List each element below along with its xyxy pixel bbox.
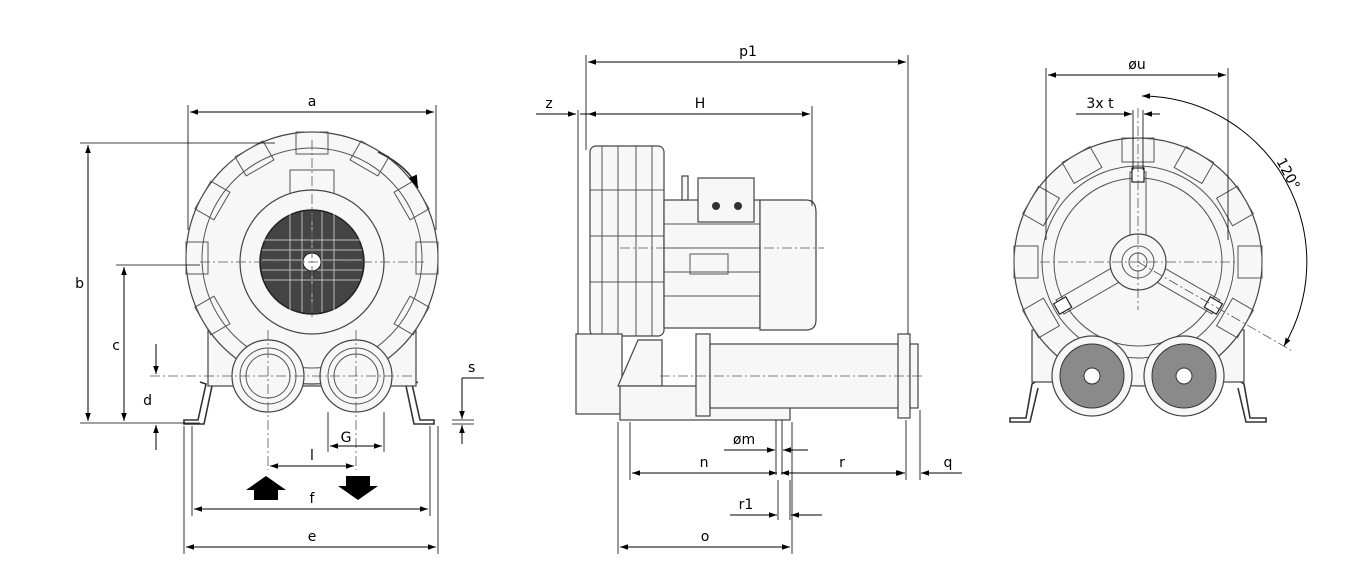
svg-text:G: G bbox=[341, 430, 352, 446]
svg-text:n: n bbox=[700, 455, 709, 471]
side-fan-cover bbox=[759, 199, 817, 331]
dimension-q: q bbox=[890, 410, 962, 480]
dimension-H: H bbox=[588, 96, 813, 206]
dimension-p1: p1 bbox=[585, 44, 909, 334]
svg-text:o: o bbox=[701, 529, 710, 545]
svg-text:r1: r1 bbox=[739, 497, 754, 513]
inlet-arrow bbox=[246, 476, 286, 500]
svg-text:120°: 120° bbox=[1273, 155, 1303, 192]
dimension-c: c bbox=[112, 264, 200, 421]
side-terminal-box bbox=[697, 177, 755, 223]
rotation-arrow bbox=[377, 151, 419, 189]
svg-text:r: r bbox=[839, 455, 845, 471]
dimension-r1: r1 bbox=[730, 480, 822, 520]
dimension-f: f bbox=[191, 426, 431, 516]
svg-text:øu: øu bbox=[1128, 57, 1145, 73]
svg-text:s: s bbox=[468, 360, 475, 376]
svg-text:l: l bbox=[310, 448, 314, 464]
rear-view: øu 3x t 120° bbox=[1009, 57, 1308, 423]
svg-text:f: f bbox=[310, 491, 316, 507]
side-blower-housing bbox=[589, 145, 665, 337]
dimension-r: r bbox=[781, 420, 907, 480]
svg-text:a: a bbox=[308, 94, 317, 110]
dimension-s: s bbox=[452, 360, 484, 444]
front-view: a b c d e bbox=[75, 94, 484, 554]
svg-text:d: d bbox=[143, 393, 152, 409]
side-port-housing bbox=[575, 333, 623, 415]
dimension-z: z bbox=[536, 96, 588, 334]
svg-text:p1: p1 bbox=[739, 44, 757, 60]
svg-text:3x t: 3x t bbox=[1086, 96, 1114, 112]
svg-text:b: b bbox=[75, 276, 84, 292]
svg-text:e: e bbox=[308, 529, 317, 545]
svg-text:H: H bbox=[695, 96, 706, 112]
dimension-b: b bbox=[75, 142, 275, 424]
front-cooling-ribs bbox=[185, 131, 439, 336]
dimension-e: e bbox=[183, 426, 439, 554]
dimension-l: l bbox=[270, 448, 354, 469]
svg-text:c: c bbox=[112, 338, 120, 354]
outlet-arrow bbox=[338, 476, 378, 500]
dimension-o: o bbox=[617, 422, 793, 554]
dimension-n: n bbox=[629, 422, 777, 480]
dimension-m: øm bbox=[724, 420, 808, 475]
svg-text:øm: øm bbox=[733, 432, 755, 448]
side-view: p1 z H øm n bbox=[536, 44, 962, 554]
dimension-G: G bbox=[327, 412, 385, 452]
svg-text:z: z bbox=[545, 96, 552, 112]
dimension-a: a bbox=[187, 94, 437, 230]
svg-text:q: q bbox=[944, 455, 953, 471]
dimension-d: d bbox=[143, 344, 159, 450]
